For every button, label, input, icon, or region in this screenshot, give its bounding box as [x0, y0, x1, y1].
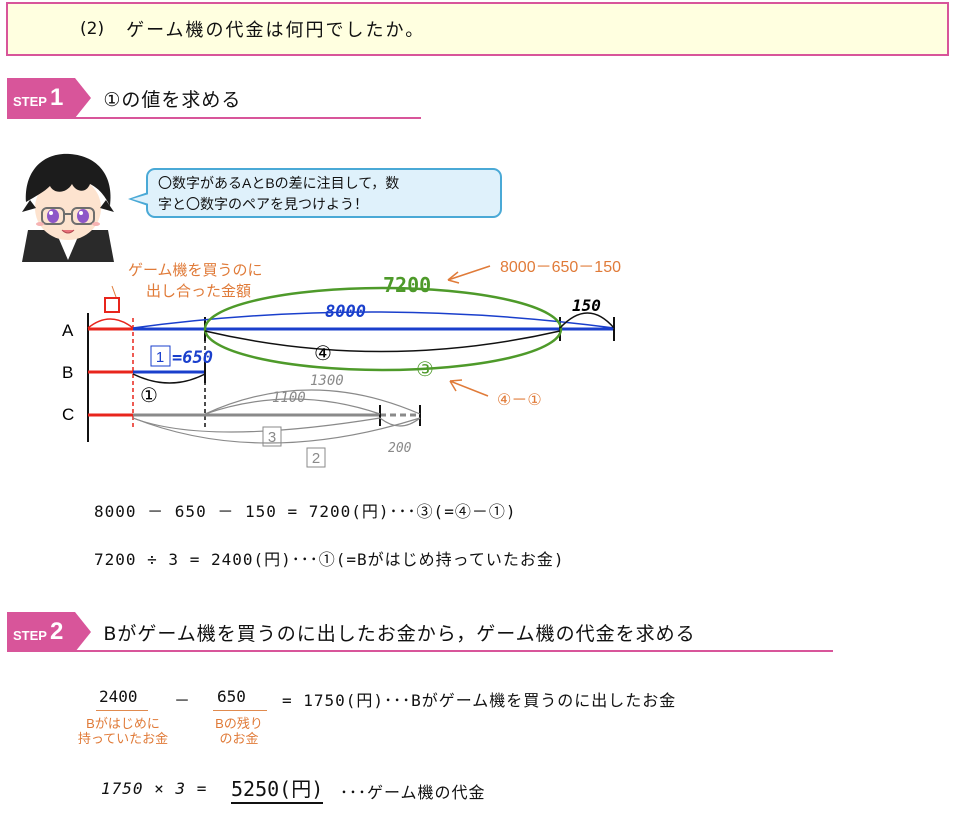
step2-title: Bがゲーム機を買うのに出したお金から，ゲーム機の代金を求める	[103, 622, 696, 645]
question-text: ゲーム機の代金は何円でしたか。	[126, 20, 426, 41]
row-label-a: A	[62, 321, 74, 340]
brace-8000	[132, 311, 615, 329]
calc-line-2: 7200 ÷ 3 = 2400(円)･･･①(=Bがはじめ持っていたお金)	[94, 550, 565, 569]
step2-underline	[7, 650, 833, 652]
box-three	[262, 426, 282, 447]
step2-word: STEP	[13, 627, 47, 643]
brace-1100	[204, 398, 381, 415]
label-one-eq-rest: =650	[172, 348, 213, 368]
label-150: 150	[572, 296, 601, 315]
calc3-value-1: 2400	[99, 687, 138, 706]
calc4-left: 1750 × 3 =	[101, 779, 208, 798]
calc3-value-2: 650	[217, 687, 246, 706]
note-left-leader	[111, 285, 117, 298]
hint-line-2: 字と〇数字のペアを見つけよう！	[158, 196, 368, 212]
step1-num: 1	[49, 84, 64, 111]
box-two	[306, 447, 326, 468]
brace-200	[379, 417, 421, 427]
note-right-top: 8000－650－150	[500, 259, 621, 276]
calc3-note-2-line-1: Bの残り	[215, 716, 263, 731]
calc4-answer: 5250(円)	[231, 773, 324, 804]
note-right-bottom: ④－①	[497, 392, 542, 409]
brace-box3	[132, 417, 381, 433]
step2-num: 2	[49, 618, 64, 645]
brace-1300	[204, 389, 421, 415]
calc3-note-2: Bの残り のお金	[196, 716, 282, 746]
label-three: ③	[416, 357, 434, 381]
question-number: (2)	[80, 19, 105, 39]
calc4-rest: ･･･ゲーム機の代金	[340, 783, 486, 802]
label-box3: 3	[268, 429, 276, 446]
calc-line-1: 8000 － 650 － 150 = 7200(円)･･･③(=④－①)	[94, 502, 517, 521]
label-8000: 8000	[325, 302, 366, 322]
calc3-underline-2	[213, 710, 267, 711]
arrow-top-head	[447, 271, 460, 284]
label-one: ①	[140, 383, 158, 407]
label-box2: 2	[312, 450, 320, 467]
arrow-top	[447, 265, 491, 281]
question-box: (2) ゲーム機の代金は何円でしたか。	[6, 2, 949, 56]
note-left-2: 出し合った金額	[146, 283, 251, 300]
label-200: 200	[388, 441, 412, 456]
calc3-note-1: Bがはじめに 持っていたお金	[58, 716, 188, 746]
step1-header: STEP 1 ①の値を求める	[7, 78, 241, 118]
box-one	[150, 345, 171, 367]
calc3-note-1-line-1: Bがはじめに	[86, 716, 160, 731]
brace-one	[132, 373, 206, 384]
label-7200: 7200	[383, 273, 431, 297]
label-1300: 1300	[310, 373, 344, 389]
calc3-underline-1	[96, 710, 148, 711]
note-left-1: ゲーム機を買うのに	[128, 262, 263, 279]
label-one-eq-num: 1	[156, 349, 164, 366]
brace-red	[87, 318, 134, 329]
calc3-operator: －	[174, 691, 191, 710]
step1-badge: STEP 1	[7, 78, 92, 118]
arrow-bottom-head	[449, 379, 463, 392]
calc3-rest: = 1750(円)･･･Bがゲーム機を買うのに出したお金	[282, 691, 677, 710]
row-label-c: C	[62, 405, 74, 424]
step1-word: STEP	[13, 93, 47, 109]
step2-badge: STEP 2	[7, 612, 92, 652]
calc3-note-1-line-2: 持っていたお金	[77, 731, 169, 746]
brace-four	[204, 330, 561, 353]
step2-header: STEP 2 Bがゲーム機を買うのに出したお金から，ゲーム機の代金を求める	[7, 612, 696, 652]
step1-underline	[7, 117, 421, 119]
calc3-note-2-line-2: のお金	[219, 731, 259, 746]
character-avatar	[22, 153, 114, 262]
row-label-b: B	[62, 363, 73, 382]
label-four: ④	[314, 341, 332, 365]
hint-line-1: 〇数字があるAとBの差に注目して，数	[158, 175, 400, 191]
hint-bubble: 〇数字があるAとBの差に注目して，数 字と〇数字のペアを見つけよう！	[128, 168, 502, 218]
brace-150	[559, 312, 615, 329]
ellipse-three	[203, 286, 563, 372]
tape-diagram: A B C 8000 7200 ③ 150 ④ 1 =650 ① 1300 11…	[62, 259, 621, 468]
label-1100: 1100	[272, 390, 306, 406]
step1-title: ①の値を求める	[103, 88, 242, 111]
brace-box2	[132, 417, 421, 444]
unknown-box	[104, 297, 120, 313]
arrow-bottom	[449, 380, 489, 397]
